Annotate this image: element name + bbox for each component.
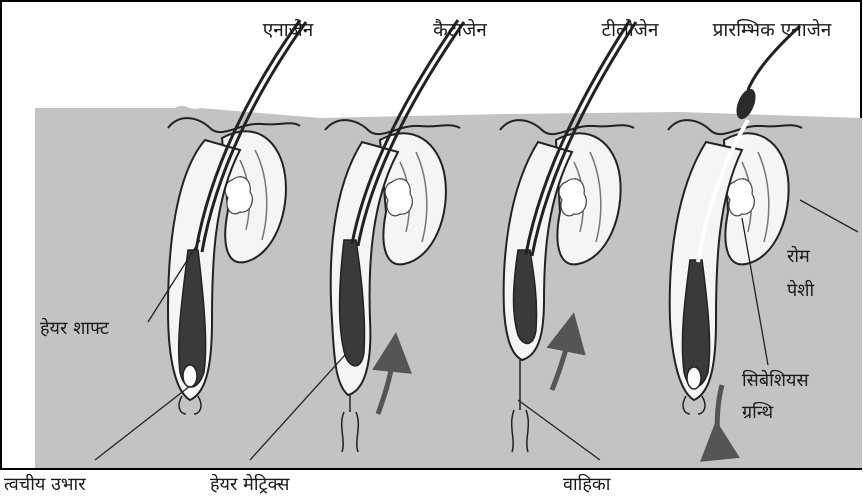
stage-label-anagen: एनाजेन bbox=[263, 18, 314, 41]
label-hair-shaft: हेयर शाफ्ट bbox=[40, 317, 110, 339]
label-sebaceous-1: सिबेशियस bbox=[742, 369, 809, 391]
stage-label-telogen: टीलोजेन bbox=[602, 18, 659, 41]
label-vessel: वाहिका bbox=[563, 473, 611, 495]
label-arrector-muscle-2: पेशी bbox=[787, 279, 814, 301]
label-hair-matrix: हेयर मेट्रिक्स bbox=[210, 473, 290, 495]
label-arrector-muscle-1: रोम bbox=[787, 245, 811, 267]
stage-label-early-anagen: प्रारम्भिक एनाजेन bbox=[713, 18, 832, 41]
label-dermal-papilla: त्वचीय उभार bbox=[4, 473, 86, 495]
stage-label-catagen: कैटाजेन bbox=[433, 18, 487, 41]
label-sebaceous-2: ग्रन्थि bbox=[742, 401, 774, 423]
